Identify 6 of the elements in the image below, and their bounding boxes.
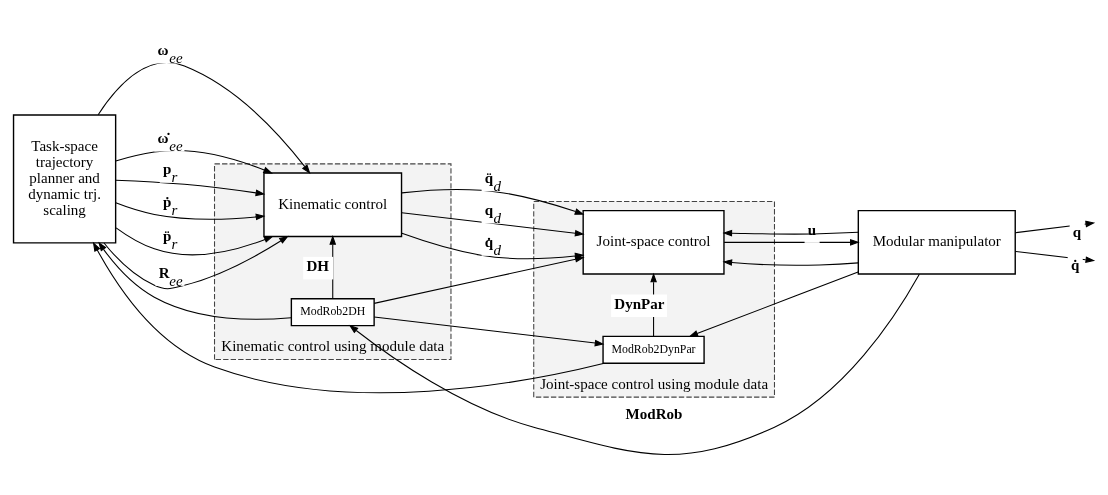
edge-label: q̇ bbox=[1070, 257, 1080, 274]
edge-label: ModRob bbox=[625, 406, 683, 423]
edge-label: DH bbox=[306, 258, 329, 275]
edge-label: DynPar bbox=[614, 295, 665, 312]
edge-label: u bbox=[807, 221, 817, 238]
edge-label: q bbox=[1072, 223, 1082, 240]
